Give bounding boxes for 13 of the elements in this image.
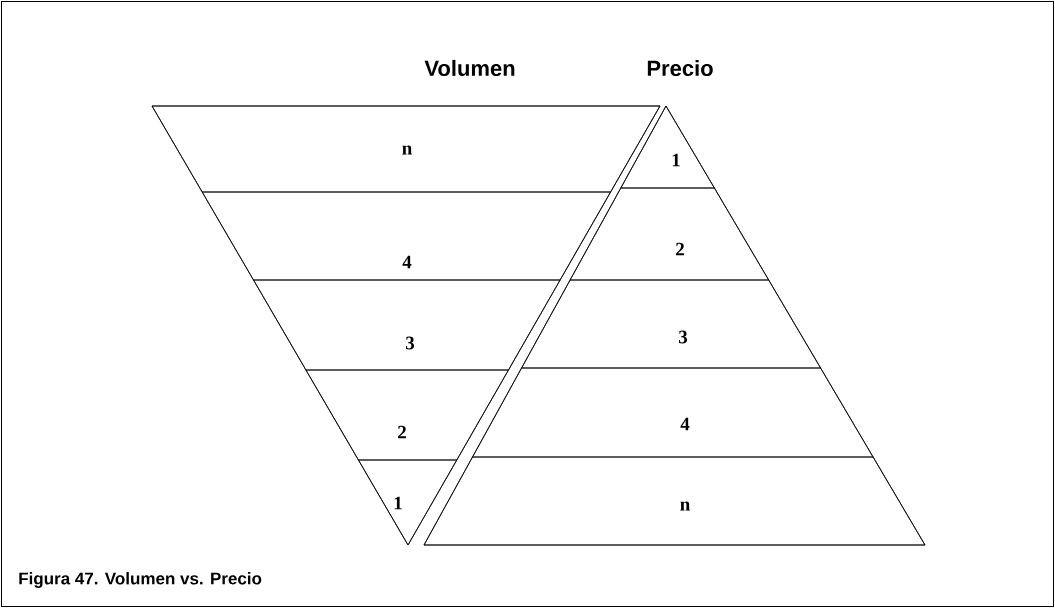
pyramid-band: n [151,105,661,193]
pyramid-band: 2 [305,369,509,461]
pyramid-band: 1 [620,105,715,189]
pyramid-band: 4 [472,367,874,458]
node-label: Precio [647,59,713,77]
pyramid-band: 3 [253,279,561,371]
node-label: Volumen [424,59,515,77]
caption: Figura 47. Volumen vs. Precio [19,572,262,588]
pyramid-band: 2 [569,187,770,281]
pyramid-band: 1 [358,459,458,546]
pyramid-band: 4 [201,191,611,281]
pyramid-band: 3 [521,279,821,369]
pyramid-band: n [423,456,926,546]
